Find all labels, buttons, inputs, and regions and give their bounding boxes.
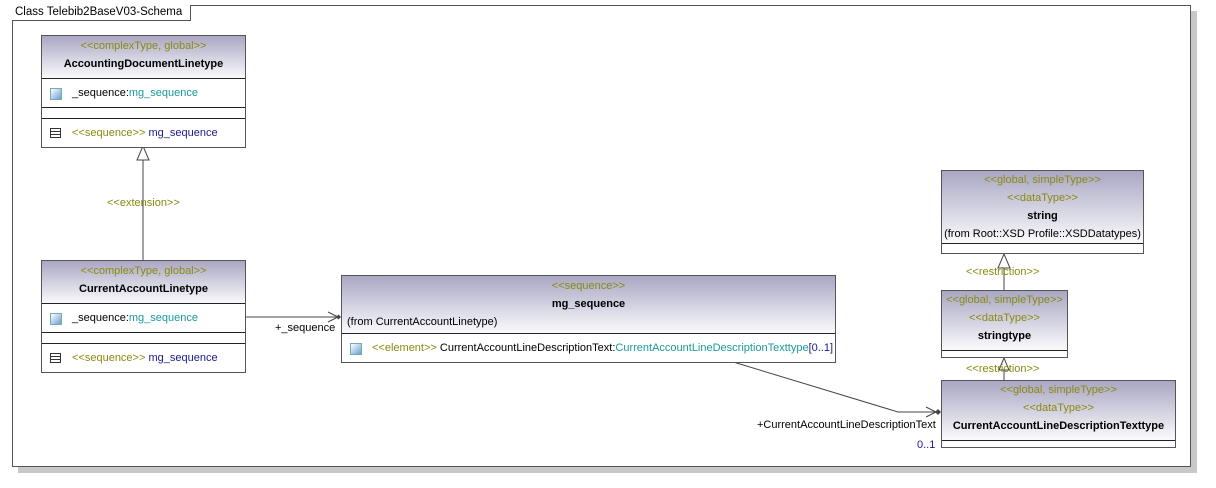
operation-row[interactable]: <<sequence>> mg_sequence [42, 344, 245, 372]
stereotype-datatype: <<dataType>> [1023, 402, 1094, 414]
class-stringtype[interactable]: <<global, simpleType>> <<dataType>> stri… [941, 290, 1068, 358]
operation-icon [50, 353, 61, 363]
description-multiplicity: 0..1 [917, 439, 936, 451]
attr-name: CurrentAccountLineDescriptionText: [439, 342, 616, 354]
attr-type: mg_sequence [128, 87, 198, 99]
attr-name: _sequence: [72, 312, 129, 324]
attribute-row[interactable]: <<element>> CurrentAccountLineDescriptio… [342, 334, 835, 362]
stereotype: <<complexType, global>> [80, 265, 207, 277]
stereotype: <<global, simpleType>> [946, 294, 1063, 306]
attribute-row[interactable]: _sequence:mg_sequence [42, 304, 245, 332]
class-current-account-line-description-texttype[interactable]: <<global, simpleType>> <<dataType>> Curr… [941, 380, 1176, 448]
description-association [729, 360, 936, 413]
class-name: CurrentAccountLinetype [79, 283, 208, 295]
operation-icon [50, 128, 61, 138]
stereotype: <<global, simpleType>> [1000, 384, 1117, 396]
class-mg-sequence[interactable]: <<sequence>> mg_sequence (from CurrentAc… [341, 275, 836, 363]
class-name: stringtype [977, 330, 1032, 342]
restriction-label-2: <<restriction>> [966, 363, 1040, 375]
stereotype: <<sequence>> [551, 280, 626, 292]
class-name: CurrentAccountLineDescriptionTexttype [952, 420, 1165, 432]
attr-type: CurrentAccountLineDescriptionTexttype [615, 342, 809, 354]
operation-row[interactable]: <<sequence>> mg_sequence [42, 119, 245, 147]
stereotype: <<global, simpleType>> [984, 174, 1101, 186]
from-package: (from Root::XSD Profile::XSDDatatypes) [944, 228, 1141, 240]
attr-multiplicity: [0..1] [808, 342, 834, 354]
from-package: (from CurrentAccountLinetype) [347, 316, 498, 328]
op-name: mg_sequence [148, 127, 218, 139]
attribute-icon [350, 343, 362, 355]
generalization-arrow [136, 144, 150, 161]
class-string[interactable]: <<global, simpleType>> <<dataType>> stri… [941, 170, 1144, 254]
attribute-icon [50, 88, 62, 100]
attr-stereotype: <<element>> [372, 342, 437, 354]
op-name: mg_sequence [148, 352, 218, 364]
op-stereotype: <<sequence>> [72, 352, 146, 364]
class-name: AccountingDocumentLinetype [63, 58, 224, 70]
class-current-account-linetype[interactable]: <<complexType, global>> CurrentAccountLi… [41, 260, 246, 373]
stereotype-datatype: <<dataType>> [1007, 192, 1078, 204]
stereotype-datatype: <<dataType>> [969, 312, 1040, 324]
description-role-label: +CurrentAccountLineDescriptionText [757, 419, 936, 431]
attribute-row[interactable]: _sequence:mg_sequence [42, 79, 245, 107]
diagram-title: Class Telebib2BaseV03-Schema [12, 5, 192, 21]
class-accounting-document-linetype[interactable]: <<complexType, global>> AccountingDocume… [41, 35, 246, 148]
class-name: mg_sequence [551, 298, 626, 310]
restriction-label-1: <<restriction>> [966, 266, 1040, 278]
class-name: string [1027, 210, 1058, 222]
attr-type: mg_sequence [128, 312, 198, 324]
attr-name: _sequence: [72, 87, 129, 99]
attribute-icon [50, 313, 62, 325]
op-stereotype: <<sequence>> [72, 127, 146, 139]
sequence-role-label: +_sequence [275, 322, 336, 334]
extension-label: <<extension>> [107, 197, 180, 209]
stereotype: <<complexType, global>> [80, 40, 207, 52]
